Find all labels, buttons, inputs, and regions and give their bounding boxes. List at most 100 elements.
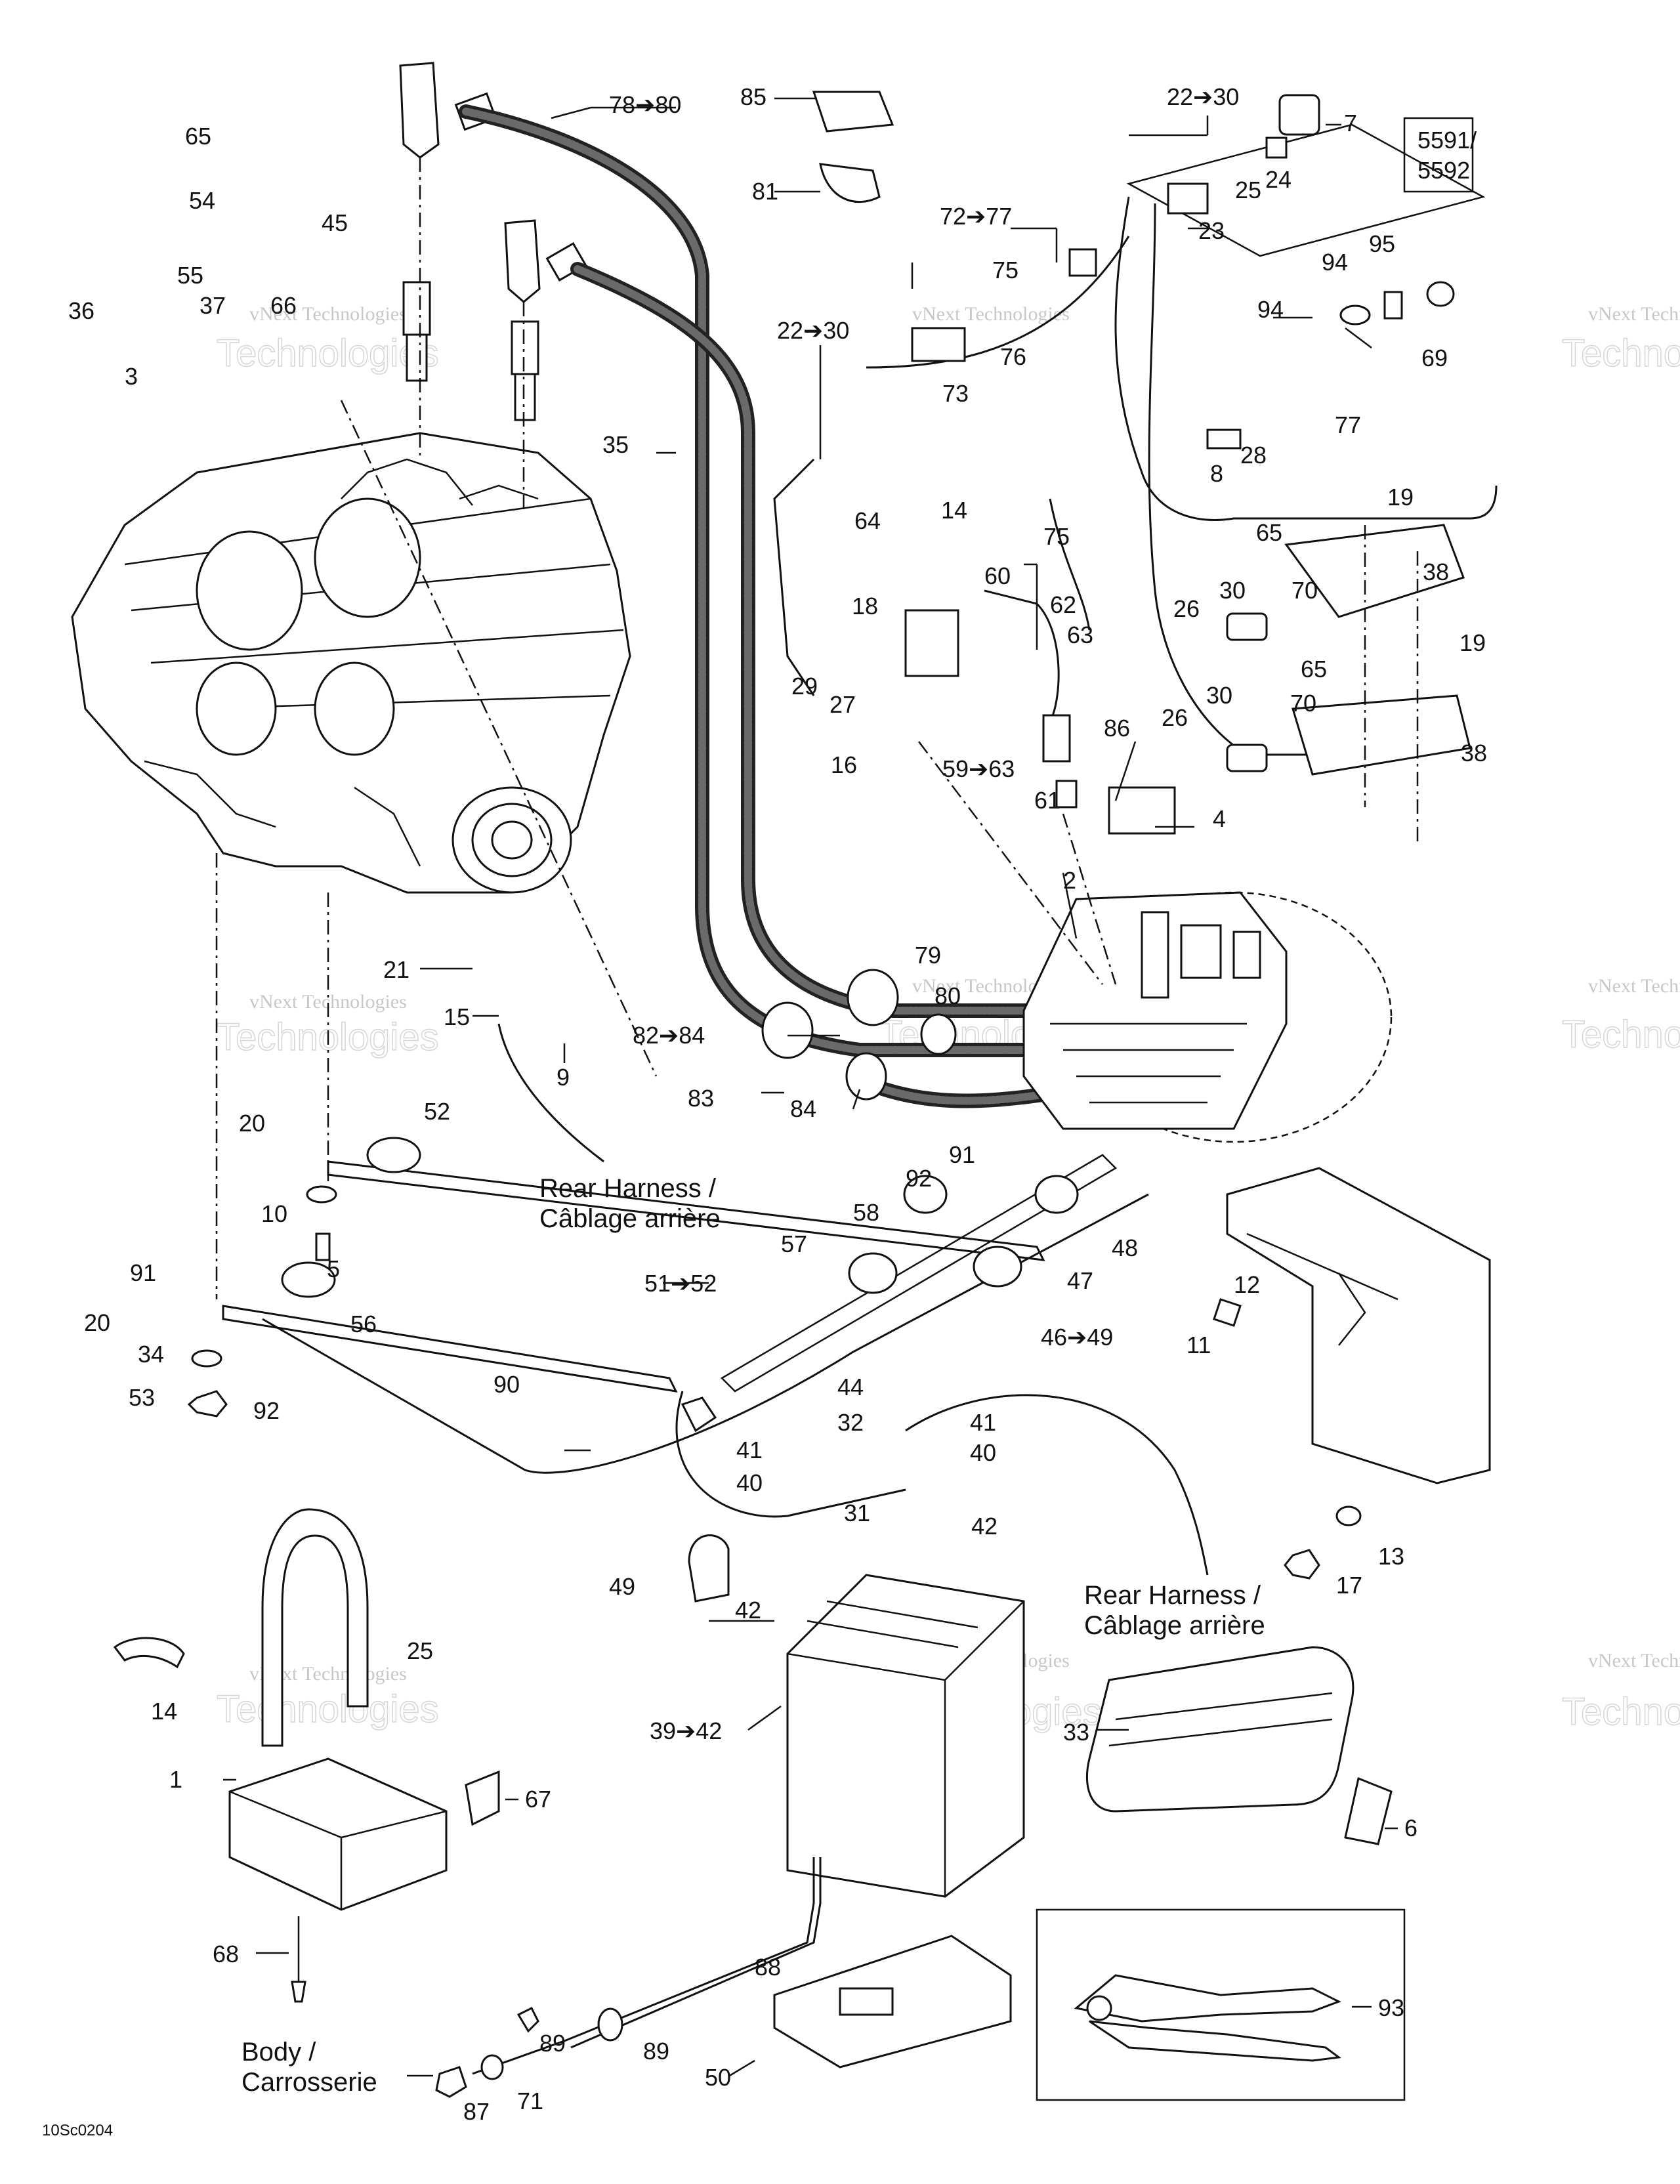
part-label: 89	[643, 2038, 669, 2065]
part-label: 91	[130, 1259, 156, 1286]
part-label: 71	[517, 2088, 543, 2114]
part-label: 12	[1234, 1271, 1260, 1298]
watermark-outline: Technologies	[1562, 1690, 1680, 1733]
part-label: 87	[463, 2098, 490, 2125]
part-label: 25	[1235, 177, 1261, 203]
note-rear-harness-line2: Câblage arrière	[1084, 1611, 1265, 1640]
part-label: 23	[1198, 217, 1225, 244]
part-label: 39➔42	[650, 1717, 722, 1744]
part-label: 20	[84, 1309, 110, 1336]
note-rear-harness-line1: Rear Harness /	[1084, 1581, 1261, 1610]
engine-illustration	[71, 432, 631, 894]
part-label: 58	[853, 1199, 879, 1226]
note-rear-harness-line2: Câblage arrière	[539, 1204, 721, 1233]
part-label: 86	[1104, 715, 1130, 742]
watermark-outline: Technologies	[217, 1688, 439, 1731]
part-label: 88	[755, 1954, 781, 1981]
part-label: 21	[383, 956, 410, 983]
part-label: 75	[992, 257, 1018, 284]
note-rear-harness-line1: Rear Harness /	[539, 1174, 717, 1203]
part-label: 2	[1063, 867, 1076, 894]
model-box: 5591/ 5592	[1403, 117, 1477, 193]
part-label: 94	[1257, 296, 1284, 323]
part-label: 22➔30	[777, 317, 849, 344]
part-label: 70	[1292, 577, 1318, 604]
part-label: 77	[1335, 411, 1361, 438]
part-label: 89	[539, 2030, 566, 2057]
part-label: 54	[189, 187, 215, 214]
part-label: 78➔80	[609, 91, 681, 118]
part-label: 53	[129, 1384, 155, 1411]
part-label: 49	[609, 1573, 635, 1600]
watermark-outline: Technologies	[1562, 332, 1680, 375]
part-label: 56	[350, 1311, 377, 1337]
part-label: 65	[1256, 519, 1282, 546]
part-label: 92	[906, 1165, 932, 1192]
part-label: 38	[1461, 740, 1487, 766]
part-label: 63	[1067, 621, 1093, 648]
watermark-text: vNext Technologies	[912, 303, 1070, 325]
part-label: 24	[1265, 166, 1292, 193]
part-label: 35	[602, 431, 629, 458]
part-label: 80	[934, 982, 961, 1009]
watermark-text: vNext Technologies	[1588, 1650, 1680, 1671]
part-label: 40	[970, 1439, 996, 1466]
part-label: 26	[1162, 704, 1188, 731]
part-label: 81	[752, 178, 778, 205]
ground-cables	[187, 400, 1209, 1576]
part-label: 76	[1000, 343, 1026, 370]
part-label: 1	[169, 1766, 182, 1793]
part-label: 37	[200, 292, 226, 319]
part-label: 11	[1186, 1332, 1211, 1358]
part-label: 9	[556, 1064, 570, 1091]
part-label: 92	[253, 1397, 280, 1424]
watermark-text: vNext Technologies	[1588, 975, 1680, 997]
part-label: 5	[327, 1255, 340, 1282]
part-label: 20	[239, 1110, 265, 1137]
part-label: 64	[854, 507, 881, 534]
part-label: 65	[1301, 656, 1327, 682]
part-label: 51➔52	[644, 1270, 717, 1297]
part-label: 30	[1206, 682, 1232, 709]
note-body-line1: Body /	[242, 2038, 316, 2067]
part-label: 52	[424, 1098, 450, 1125]
ignition-module	[1022, 891, 1393, 1143]
part-label: 95	[1369, 230, 1395, 257]
part-label: 7	[1344, 110, 1357, 136]
part-label: 83	[688, 1085, 714, 1112]
part-label: 19	[1387, 484, 1414, 511]
part-label: 42	[971, 1513, 998, 1540]
part-label: 28	[1240, 442, 1267, 469]
part-label: 6	[1404, 1815, 1418, 1841]
part-label: 57	[781, 1230, 807, 1257]
part-label: 70	[1290, 690, 1316, 717]
part-label: 32	[837, 1409, 864, 1436]
part-label: 17	[1336, 1572, 1362, 1599]
part-label: 61	[1034, 787, 1060, 814]
part-label: 10	[261, 1200, 287, 1227]
part-label: 82➔84	[633, 1022, 705, 1049]
part-label: 68	[213, 1941, 239, 1967]
part-labels: 78➔80 85 22➔30 7 81 65 54 45 24 25 23 72…	[68, 83, 1487, 2125]
part-label: 38	[1423, 558, 1449, 585]
part-label: 29	[791, 673, 818, 700]
watermark-outline: Technologies	[217, 332, 439, 375]
part-label: 36	[68, 297, 94, 324]
part-label: 22➔30	[1167, 83, 1239, 110]
part-label: 84	[790, 1095, 816, 1122]
part-label: 62	[1050, 591, 1076, 618]
part-label: 90	[494, 1371, 520, 1398]
part-label: 16	[831, 751, 857, 778]
part-label: 46➔49	[1041, 1324, 1113, 1351]
part-label: 30	[1219, 577, 1246, 604]
part-label: 75	[1043, 523, 1070, 550]
part-label: 14	[151, 1698, 177, 1725]
part-label: 41	[736, 1437, 763, 1463]
diagram-code: 10Sc0204	[42, 2122, 113, 2139]
notes: Rear Harness / Câblage arrière Rear Harn…	[242, 1174, 1265, 2097]
part-label: 27	[830, 691, 856, 718]
part-label: 47	[1067, 1267, 1093, 1294]
part-label: 65	[185, 123, 211, 150]
part-label: 72➔77	[940, 203, 1012, 230]
